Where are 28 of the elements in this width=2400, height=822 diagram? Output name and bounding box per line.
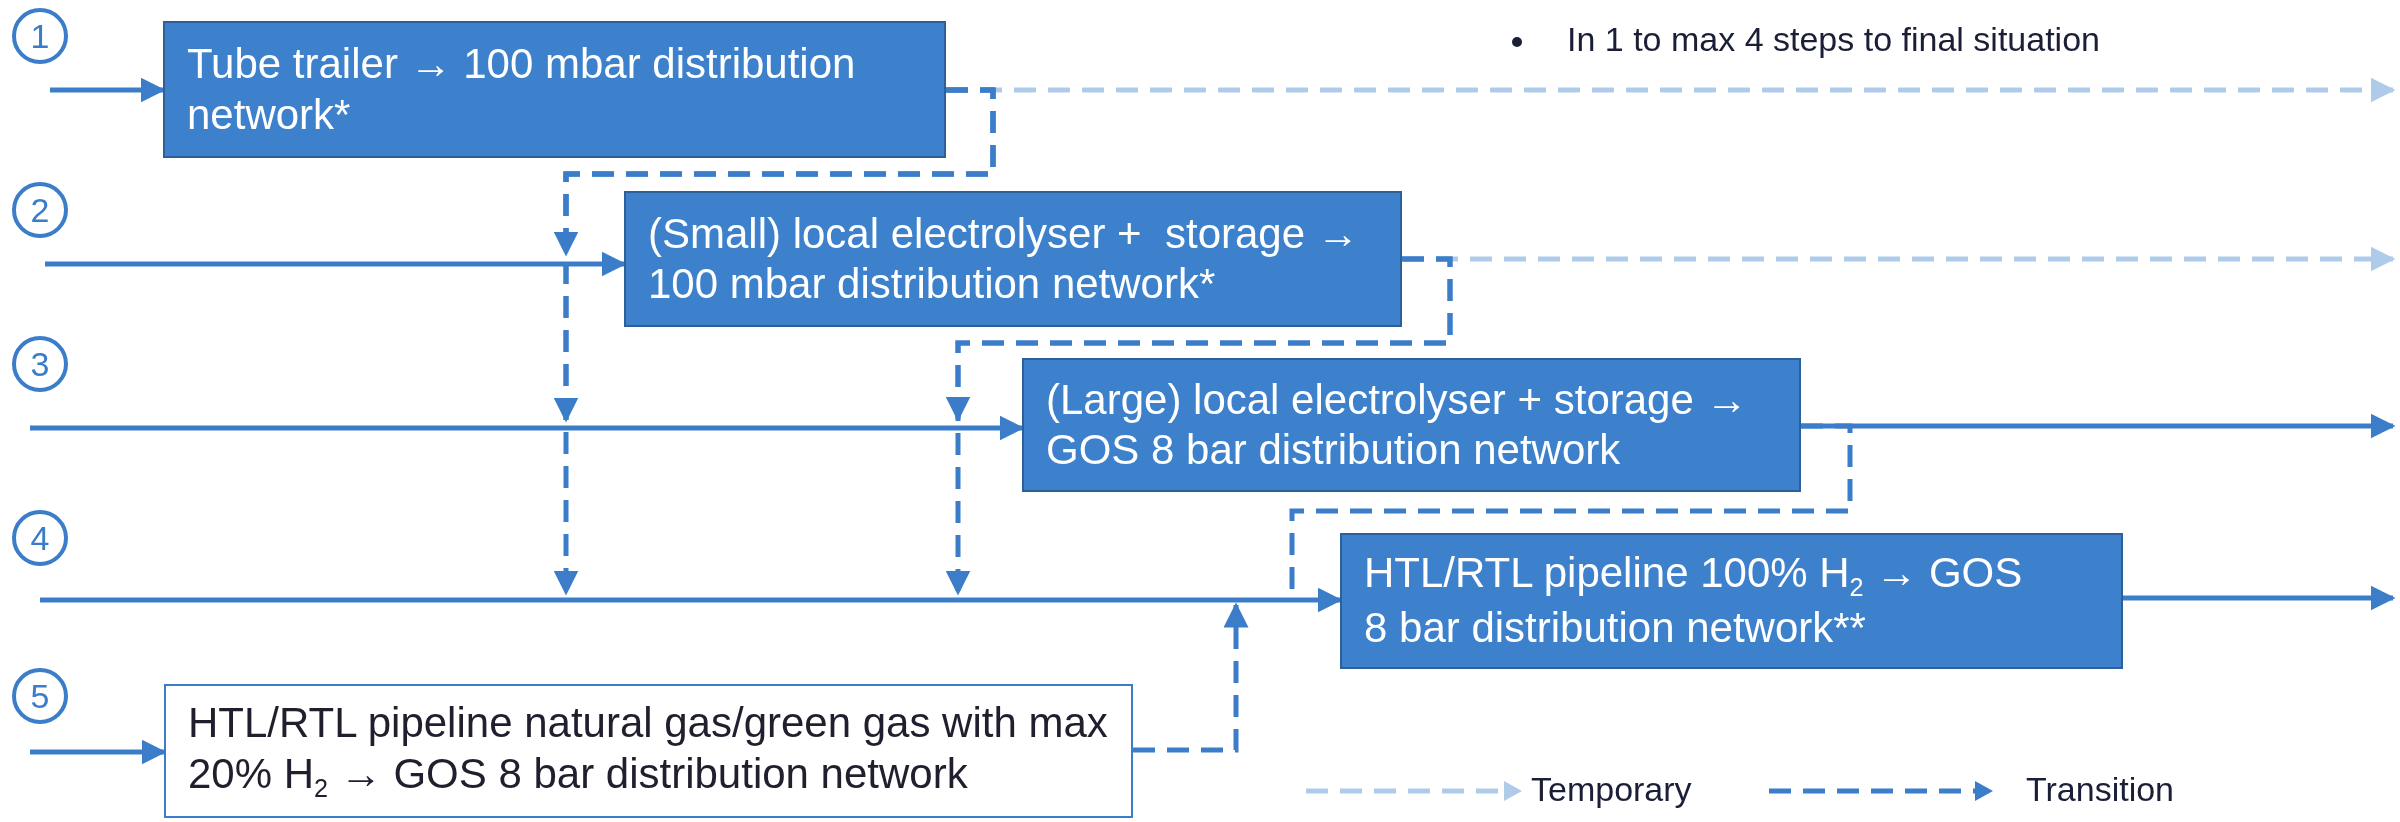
box-text: Tube trailer → 100 mbar distribution network* <box>187 39 857 140</box>
box-text: (Small) local electrolyser + storage → 100 mbar distribution network* <box>648 208 1360 309</box>
process-box <box>163 21 946 158</box>
step-number-circle <box>12 668 68 724</box>
step-number: 4 <box>30 517 50 559</box>
box-text: HTL/RTL pipeline natural gas/green gas with max 20% H$_{2}$ → GOS 8 bar distribution network <box>188 698 1109 804</box>
step-number: 1 <box>30 15 50 57</box>
bullet-note: In 1 to max 4 steps to final situation <box>1567 20 2100 59</box>
step-number: 2 <box>30 189 50 231</box>
legend-label: Transition <box>2026 770 2175 809</box>
box-text: HTL/RTL pipeline 100% H$_{2}$ → GOS 8 bar distribution network** <box>1364 548 2024 654</box>
step-number-circle <box>12 182 68 238</box>
arrow <box>2123 585 2396 611</box>
arrow <box>1133 602 1249 753</box>
process-box <box>164 684 1133 818</box>
step-number-circle <box>12 510 68 566</box>
step-number-circle <box>12 8 68 64</box>
connector-line <box>1289 423 1853 592</box>
box-text: (Large) local electrolyser + storage → GOS 8 bar distribution network <box>1046 374 1749 475</box>
process-box <box>624 191 1402 327</box>
process-box <box>1022 358 1801 492</box>
arrow <box>945 256 1453 596</box>
process-box <box>1340 533 2123 669</box>
step-number: 3 <box>30 343 50 385</box>
step-number: 5 <box>30 675 50 717</box>
step-number-circle <box>12 336 68 392</box>
legend-label: Temporary <box>1531 770 1692 809</box>
arrow <box>553 87 996 596</box>
